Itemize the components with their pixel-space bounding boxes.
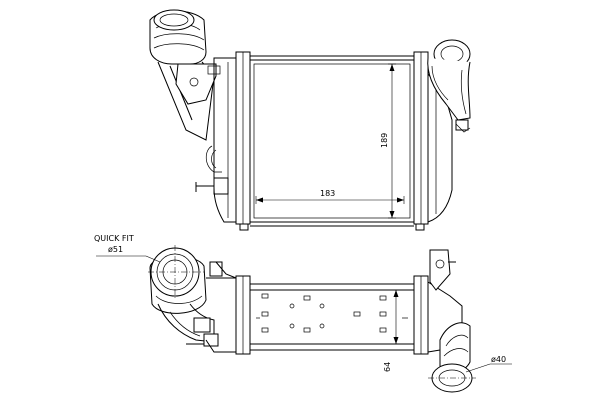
front-view: 183 189 — [149, 9, 471, 231]
quick-fit-label: QUICK FIT — [94, 234, 134, 243]
top-core — [249, 283, 415, 351]
dimension-core-width: 183 — [255, 189, 405, 204]
leader-outlet-diameter: ø40 — [465, 355, 512, 373]
top-right-tank — [413, 249, 463, 355]
front-inlet-pipe — [149, 9, 229, 195]
front-left-tank — [213, 51, 251, 231]
core-height-label: 189 — [380, 133, 389, 148]
front-core — [249, 55, 415, 227]
core-depth-label: 64 — [383, 362, 392, 372]
top-outlet-pipe — [428, 322, 476, 393]
front-right-tank — [413, 51, 453, 231]
top-view: 64 ø40 QUICK FIT ø51 — [94, 234, 512, 393]
leader-quick-fit: QUICK FIT ø51 — [94, 234, 161, 263]
top-inlet-pipe — [148, 245, 237, 347]
core-width-label: 183 — [320, 189, 335, 198]
dimension-core-depth: 64 — [383, 289, 400, 372]
outlet-diameter-label: ø40 — [491, 355, 506, 364]
front-outlet-pipe — [427, 39, 471, 133]
inlet-diameter-label: ø51 — [108, 245, 123, 254]
dimension-core-height: 189 — [380, 63, 396, 219]
